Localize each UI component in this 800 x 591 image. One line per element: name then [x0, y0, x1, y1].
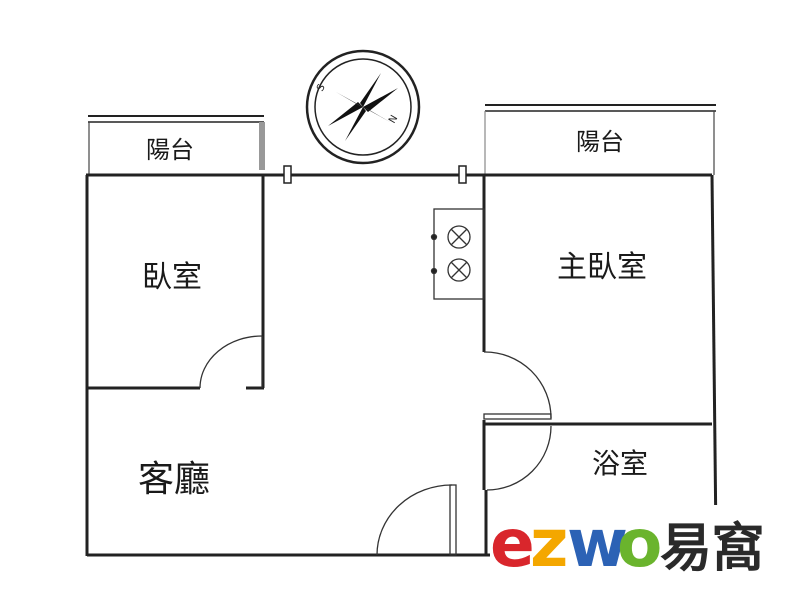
- window-marks: [283, 165, 467, 184]
- door-bathroom: [486, 425, 552, 491]
- balcony-right-label: 陽台: [576, 128, 624, 156]
- logo-letter-z: z: [530, 505, 568, 582]
- compass-north: N: [387, 114, 400, 126]
- compass-south: S: [315, 82, 328, 93]
- living-room-label: 客廳: [138, 459, 210, 500]
- balcony-left: [88, 115, 265, 174]
- walls: [85, 173, 718, 557]
- balcony-right: [484, 104, 716, 175]
- compass-icon: S N: [305, 49, 421, 165]
- logo-brand-text: 易窩: [660, 519, 764, 579]
- ezwo-logo: e z w o 易窩: [490, 505, 800, 591]
- stove-icon: [430, 208, 485, 300]
- logo-letter-e: e: [490, 505, 535, 582]
- logo-letter-o: o: [617, 505, 662, 582]
- door-entrance: [376, 484, 457, 556]
- bathroom-label: 浴室: [592, 447, 648, 480]
- bedroom-label: 臥室: [142, 260, 202, 295]
- door-bedroom: [199, 335, 263, 389]
- balcony-left-label: 陽台: [146, 136, 194, 164]
- door-master-bedroom: [483, 351, 552, 420]
- master-bedroom-label: 主臥室: [557, 250, 647, 285]
- logo-letter-w: w: [567, 505, 628, 582]
